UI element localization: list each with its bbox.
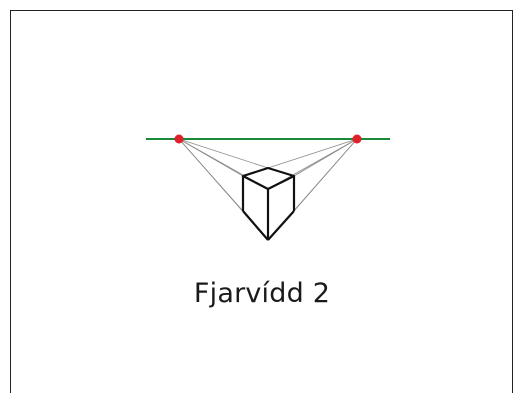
figure-caption: Fjarvídd 2	[193, 278, 331, 309]
cube-bottom-right-edge	[267, 210, 295, 241]
right-vanishing-point	[352, 134, 362, 144]
guide-line	[267, 138, 358, 169]
cube	[241, 166, 296, 241]
cube-bottom-left-edge	[242, 210, 269, 241]
figure-frame	[10, 10, 513, 393]
guide-line	[178, 138, 269, 169]
left-vanishing-point	[174, 134, 184, 144]
